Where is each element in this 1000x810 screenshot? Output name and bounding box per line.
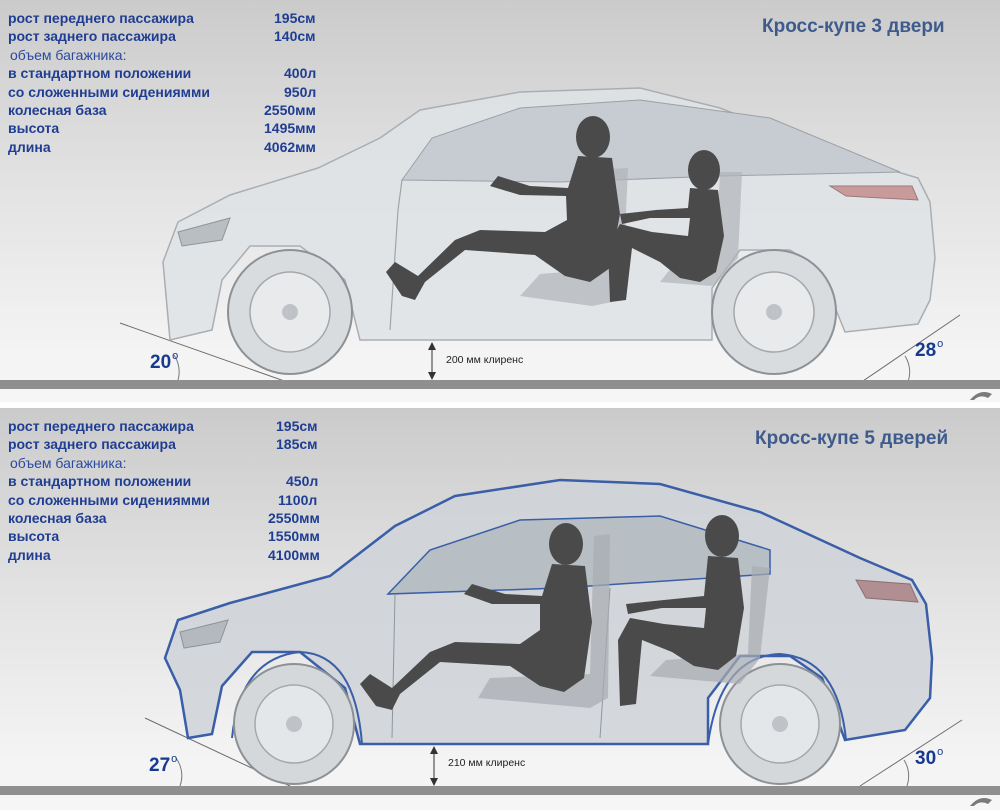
watermark-logo [970,798,992,806]
car-3-door-illustration [119,87,961,384]
rear-wheel-arch [707,652,847,745]
rear-seat [660,172,742,286]
departure-angle-line [859,719,963,787]
approach-angle-arc [175,757,183,787]
panel-divider [0,402,1000,408]
front-seat [478,534,610,708]
watermark-logo [970,392,992,400]
front-door-line [391,593,396,739]
approach-angle-line [119,322,291,384]
ground-line [0,380,1000,389]
door-line [389,179,403,331]
ground-clearance-label: 200 мм клиренс [446,354,524,366]
car-5-door-illustration [144,478,963,787]
rear-wheel [719,663,841,785]
ground-clearance-label: 210 мм клиренс [448,757,526,769]
approach-angle-label: 20o [150,350,179,373]
front-passenger-silhouette [386,116,620,300]
panel-title: Кросс-купе 5 дверей [755,428,949,449]
panel-title: Кросс-купе 3 двери [762,16,945,37]
departure-angle-arc [904,355,911,383]
front-passenger-silhouette [360,523,592,710]
taillight [828,185,919,201]
approach-angle-arc [173,354,180,381]
spec-trunk-heading: объем багажника: [10,454,127,471]
front-wheel [227,249,353,375]
ground-line [0,786,1000,795]
taillight [855,579,919,603]
departure-angle-arc [903,759,910,787]
rear-passenger-silhouette [608,150,724,302]
departure-angle-label: 30o [915,746,944,769]
front-wheel [233,663,355,785]
headlight [177,217,231,247]
spec-trunk-heading: объем багажника: [10,46,127,63]
headlight [179,619,229,649]
departure-angle-line [859,314,961,384]
departure-angle-label: 28o [915,338,944,361]
rear-passenger-silhouette [618,515,744,706]
rear-wheel [711,249,837,375]
approach-angle-label: 27o [149,753,178,776]
